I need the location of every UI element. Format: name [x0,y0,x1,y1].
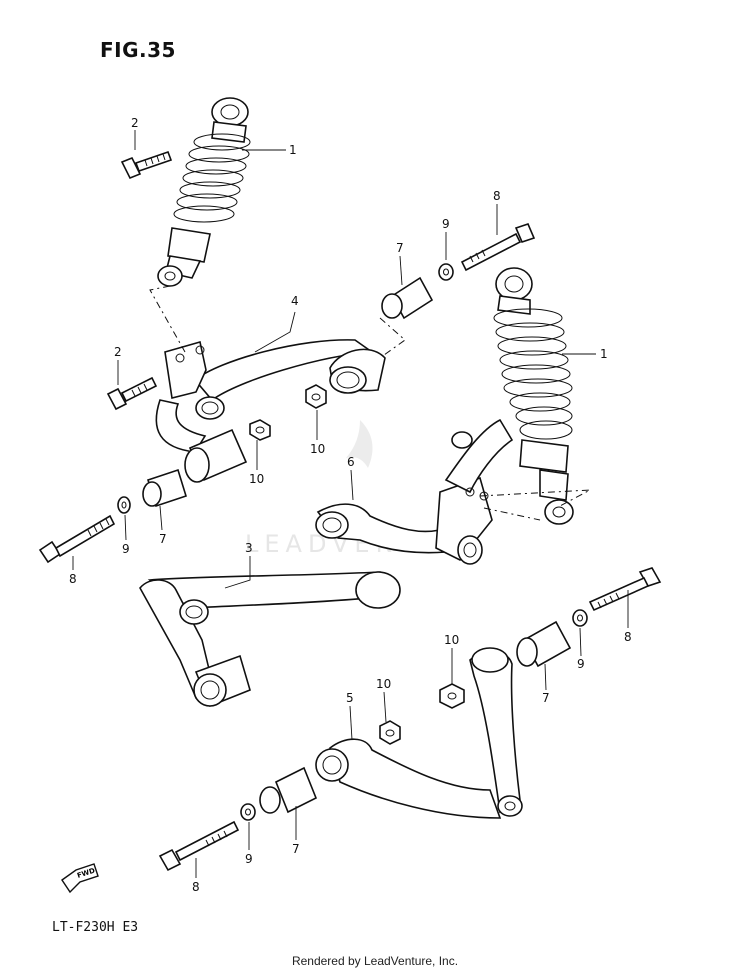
nut-10-lower [379,720,401,745]
bushing-7-left [142,428,248,508]
callout-1-right: 1 [600,347,608,361]
callout-9-bottom: 9 [245,852,253,866]
washer-9-right [572,609,588,627]
callout-10-upper: 10 [310,442,325,456]
leader-lines [72,130,629,878]
washer-9-left [117,496,131,514]
nut-10-upper [305,384,327,409]
callout-9-upper-right: 9 [442,217,450,231]
bolt-8-right [588,567,662,612]
callout-4: 4 [291,294,299,308]
lower-arm-6 [315,418,514,565]
bolt-2-lower [106,376,158,411]
callout-numbers: 1 1 2 2 3 4 5 6 7 7 7 7 8 8 8 8 9 9 9 9 … [69,116,632,894]
bolt-8-upper-right [460,223,536,272]
shock-absorber-right [493,267,574,525]
washer-9-bottom [240,803,256,821]
callout-6: 6 [347,455,355,469]
callout-8-bottom: 8 [192,880,200,894]
washer-9-upper-right [438,263,454,281]
callout-1-left: 1 [289,143,297,157]
bushing-7-upper-right [381,276,434,320]
assembly-line-1 [149,285,186,353]
figure-title: FIG.35 [100,38,176,62]
callout-8-left: 8 [69,572,77,586]
callout-7-left: 7 [159,532,167,546]
lower-arm-3 [139,571,401,708]
assembly-line-3 [479,489,591,507]
callout-10-left: 10 [249,472,264,486]
callout-7-right: 7 [542,691,550,705]
bolt-8-bottom [158,820,240,872]
footer-credit: Rendered by LeadVenture, Inc. [291,954,459,968]
callout-7-bottom: 7 [292,842,300,856]
callout-2-lower: 2 [114,345,122,359]
shock-absorber-left [157,97,251,287]
upper-arm-4 [155,339,386,453]
callout-2-upper: 2 [131,116,139,130]
model-label: LT-F230H E3 [52,920,139,935]
callout-8-upper-right: 8 [493,189,501,203]
callout-10-lower: 10 [376,677,391,691]
nut-10-left [249,419,271,441]
bolt-8-left [38,514,116,564]
assembly-line-2 [379,317,406,356]
callout-7-upper-right: 7 [396,241,404,255]
lower-arm-5 [315,647,523,819]
callout-9-right: 9 [577,657,585,671]
nut-10-right [439,683,465,709]
bushing-7-right [516,620,572,668]
callout-8-right: 8 [624,630,632,644]
callout-5: 5 [346,691,354,705]
bushing-7-bottom [259,766,318,814]
callout-10-right: 10 [444,633,459,647]
forward-arrow-icon: FWD [61,863,99,894]
assembly-line-4 [483,507,541,521]
callout-9-left: 9 [122,542,130,556]
callout-3: 3 [245,541,253,555]
bolt-2-upper [120,150,173,180]
